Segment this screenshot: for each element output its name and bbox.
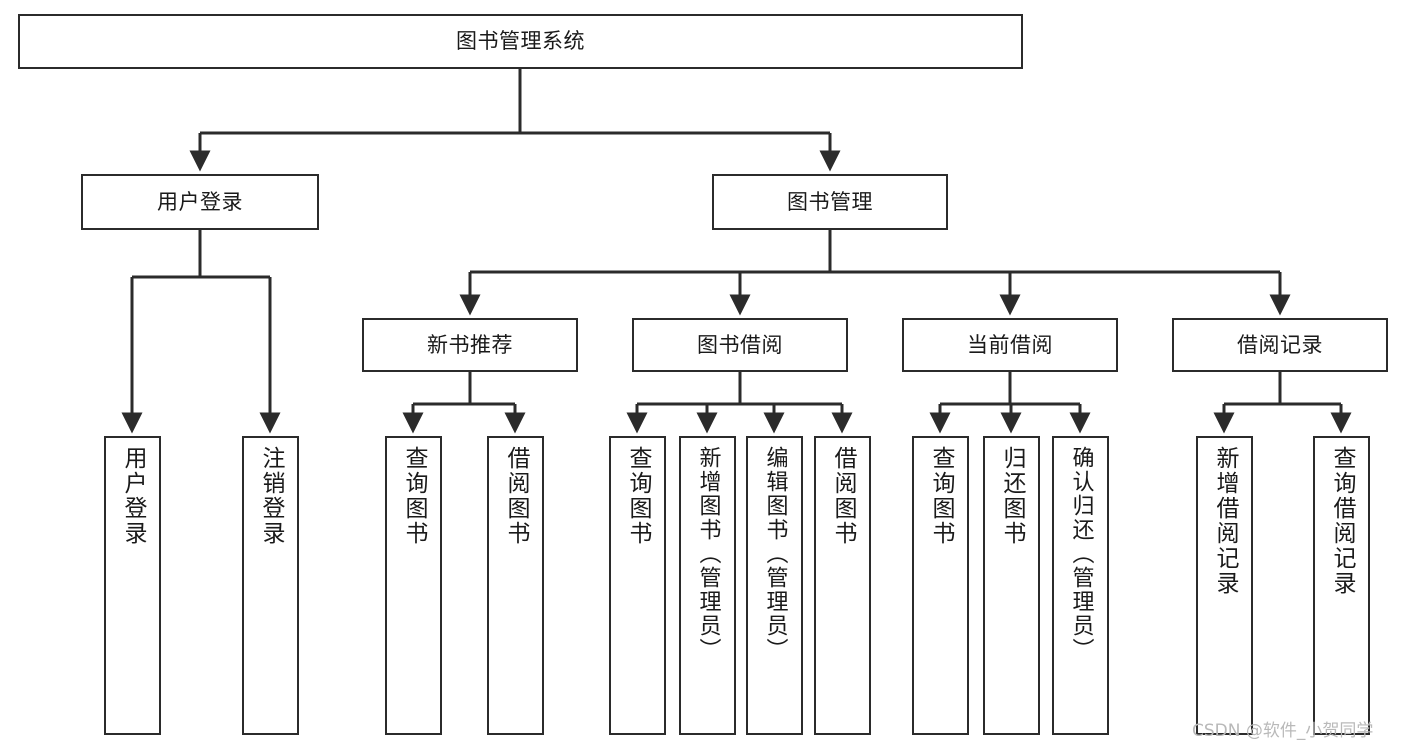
node-user-login[interactable]: 用户登录 — [81, 174, 319, 230]
leaf-return-books[interactable]: 归还图书 — [983, 436, 1040, 735]
leaf-add-borrow-record-label: 新增借阅记录 — [1212, 446, 1238, 596]
leaf-return-books-label: 归还图书 — [999, 446, 1025, 546]
node-user-login-label: 用户登录 — [157, 189, 243, 214]
leaf-confirm-return-admin-label: 确认归还（管理员） — [1068, 446, 1094, 662]
leaf-add-book-admin[interactable]: 新增图书（管理员） — [679, 436, 736, 735]
leaf-edit-book-admin[interactable]: 编辑图书（管理员） — [746, 436, 803, 735]
node-root-label: 图书管理系统 — [456, 29, 585, 54]
leaf-confirm-return-admin[interactable]: 确认归还（管理员） — [1052, 436, 1109, 735]
leaf-query-borrow-record[interactable]: 查询借阅记录 — [1313, 436, 1370, 735]
leaf-query-borrow-record-label: 查询借阅记录 — [1329, 446, 1355, 596]
node-book-management-label: 图书管理 — [787, 189, 873, 214]
node-book-management[interactable]: 图书管理 — [712, 174, 948, 230]
leaf-user-login-label: 用户登录 — [120, 446, 146, 546]
leaf-query-books-recommend[interactable]: 查询图书 — [385, 436, 442, 735]
leaf-query-books-borrow-label: 查询图书 — [625, 446, 651, 546]
node-new-book-recommend-label: 新书推荐 — [427, 332, 513, 357]
leaf-logout[interactable]: 注销登录 — [242, 436, 299, 735]
leaf-edit-book-admin-label: 编辑图书（管理员） — [762, 446, 788, 662]
leaf-borrow-books-recommend[interactable]: 借阅图书 — [487, 436, 544, 735]
leaf-query-books-recommend-label: 查询图书 — [401, 446, 427, 546]
watermark: CSDN @软件_小贺同学 — [1192, 721, 1374, 741]
node-new-book-recommend[interactable]: 新书推荐 — [362, 318, 578, 372]
node-borrow-record[interactable]: 借阅记录 — [1172, 318, 1388, 372]
leaf-borrow-books-recommend-label: 借阅图书 — [503, 446, 529, 546]
leaf-query-books-current[interactable]: 查询图书 — [912, 436, 969, 735]
node-book-borrow[interactable]: 图书借阅 — [632, 318, 848, 372]
leaf-borrow-books[interactable]: 借阅图书 — [814, 436, 871, 735]
node-current-borrow[interactable]: 当前借阅 — [902, 318, 1118, 372]
node-borrow-record-label: 借阅记录 — [1237, 332, 1323, 357]
node-book-borrow-label: 图书借阅 — [697, 332, 783, 357]
leaf-query-books-borrow[interactable]: 查询图书 — [609, 436, 666, 735]
leaf-add-book-admin-label: 新增图书（管理员） — [695, 446, 721, 662]
leaf-borrow-books-label: 借阅图书 — [830, 446, 856, 546]
leaf-add-borrow-record[interactable]: 新增借阅记录 — [1196, 436, 1253, 735]
leaf-logout-label: 注销登录 — [258, 446, 284, 546]
leaf-user-login[interactable]: 用户登录 — [104, 436, 161, 735]
node-root[interactable]: 图书管理系统 — [18, 14, 1023, 69]
leaf-query-books-current-label: 查询图书 — [928, 446, 954, 546]
node-current-borrow-label: 当前借阅 — [967, 332, 1053, 357]
